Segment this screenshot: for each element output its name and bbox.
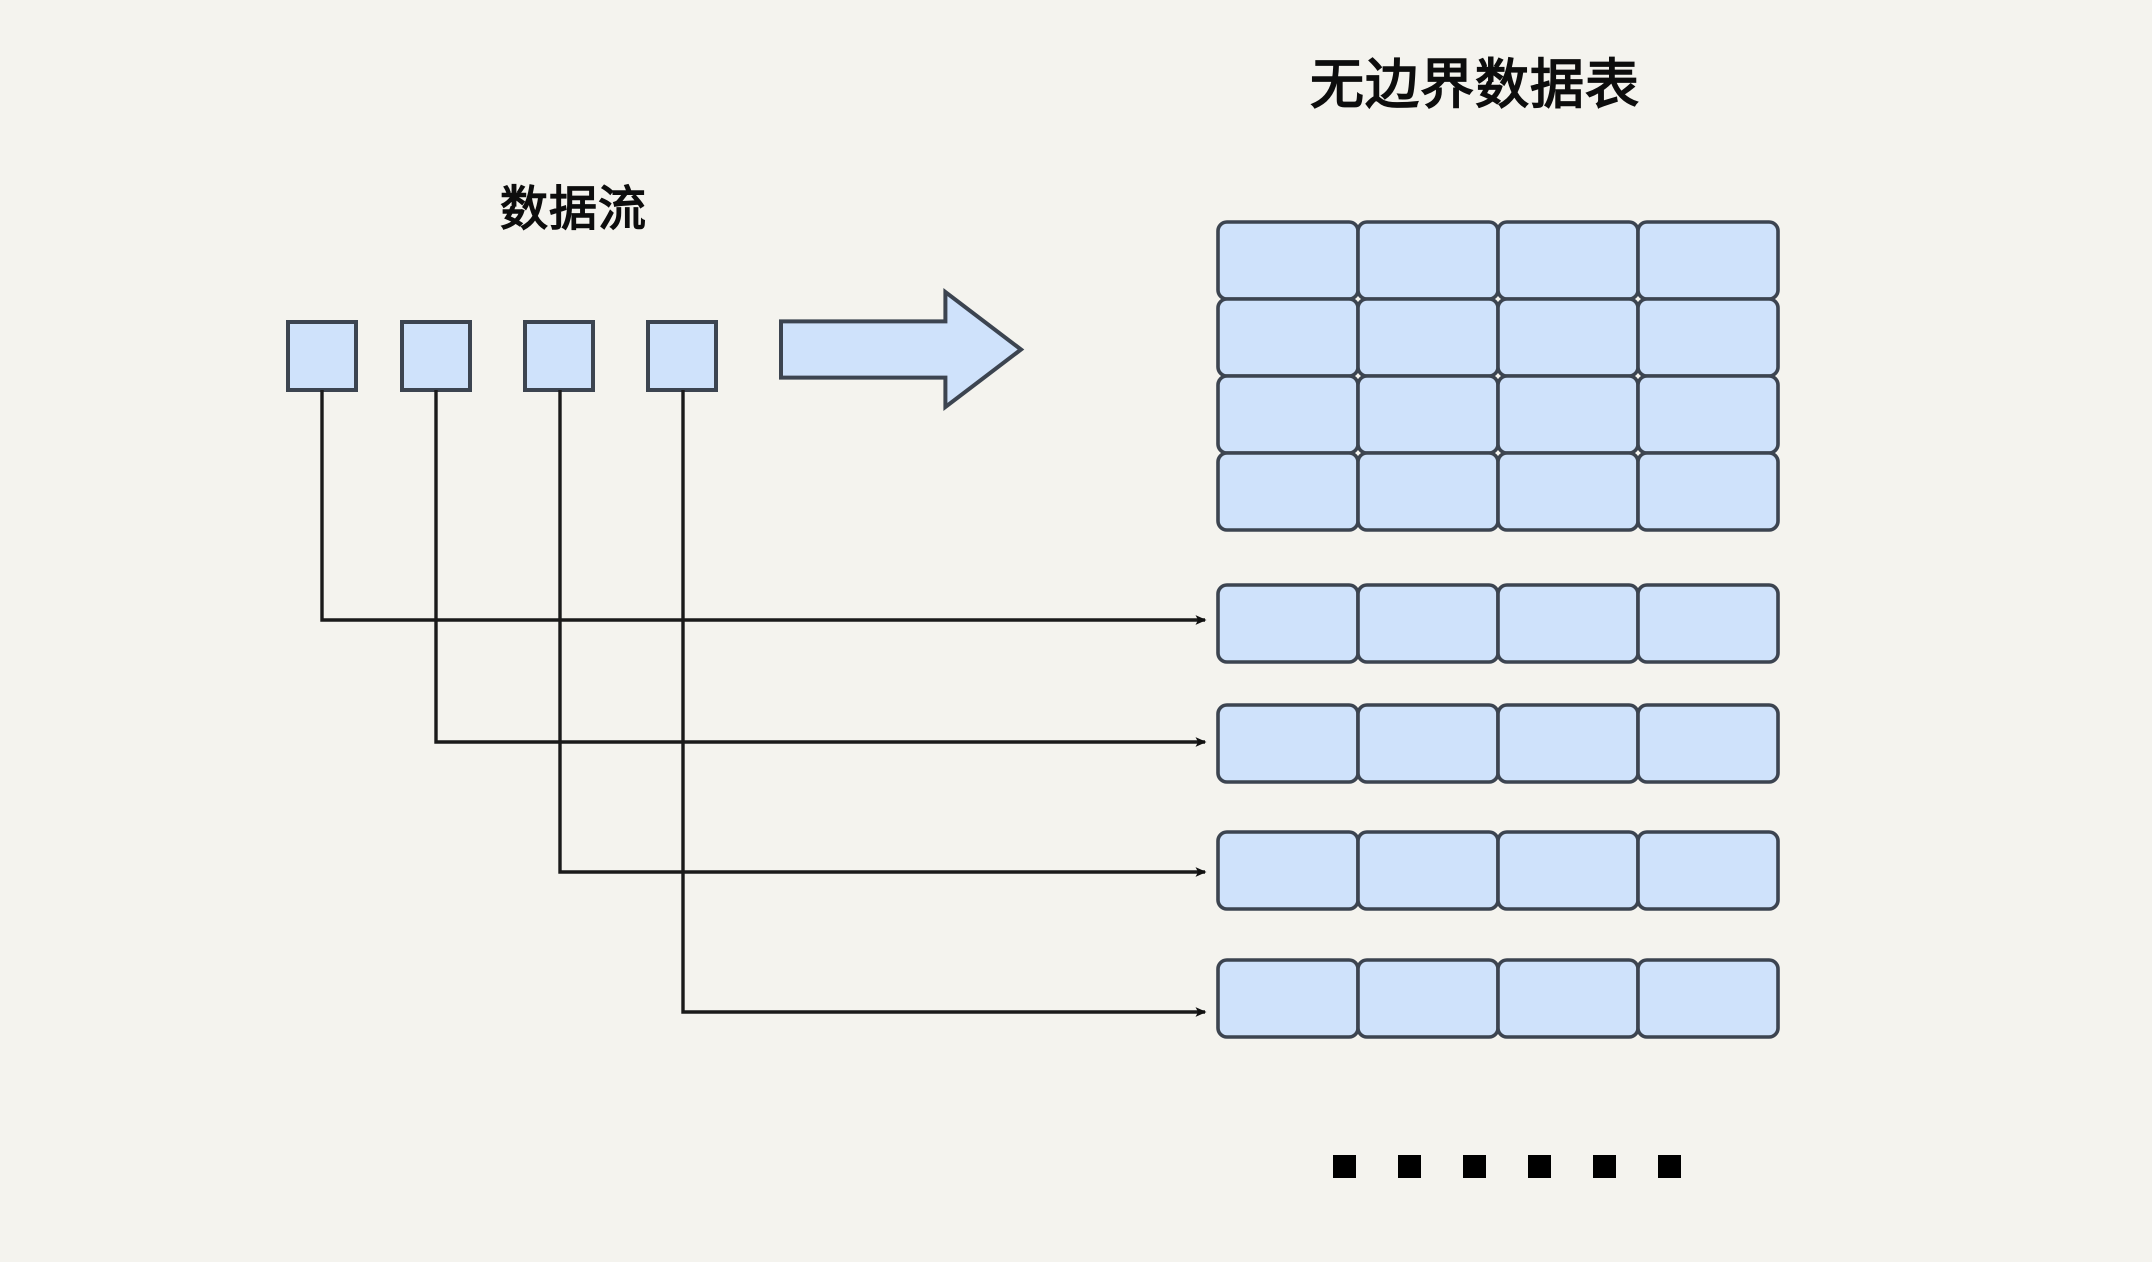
table-cell — [1636, 374, 1780, 455]
table-cell — [1356, 703, 1500, 784]
appended-row-2 — [1216, 703, 1780, 784]
label-unbounded-table: 无边界数据表 — [1310, 55, 1640, 115]
stream-event-2 — [400, 320, 472, 392]
unbounded-table-grid — [1216, 220, 1780, 532]
appended-row-1 — [1216, 583, 1780, 664]
appended-row-4 — [1216, 958, 1780, 1039]
stream-event-3 — [523, 320, 595, 392]
table-cell — [1216, 958, 1360, 1039]
continuation-dot — [1658, 1155, 1681, 1178]
table-cell — [1636, 703, 1780, 784]
continuation-dot — [1333, 1155, 1356, 1178]
table-cell — [1216, 451, 1360, 532]
table-cell — [1216, 583, 1360, 664]
continuation-dot — [1593, 1155, 1616, 1178]
table-cell — [1356, 958, 1500, 1039]
table-cell — [1496, 374, 1640, 455]
table-cell — [1496, 297, 1640, 378]
table-cell — [1636, 451, 1780, 532]
appended-row-3 — [1216, 830, 1780, 911]
table-cell — [1356, 451, 1500, 532]
table-cell — [1216, 220, 1360, 301]
connector-4 — [681, 390, 1207, 1017]
table-cell — [1636, 958, 1780, 1039]
table-cell — [1356, 830, 1500, 911]
table-cell — [1496, 583, 1640, 664]
label-data-stream: 数据流 — [500, 183, 648, 236]
table-cell — [1356, 583, 1500, 664]
connector-2 — [434, 390, 1207, 747]
stream-event-4 — [646, 320, 718, 392]
appended-rows-group — [1216, 583, 1780, 1039]
table-cell — [1496, 451, 1640, 532]
table-cell — [1496, 830, 1640, 911]
connector-3 — [558, 390, 1207, 877]
table-cell — [1496, 220, 1640, 301]
table-cell — [1636, 297, 1780, 378]
stream-event-1 — [286, 320, 358, 392]
table-cell — [1216, 830, 1360, 911]
table-cell — [1356, 297, 1500, 378]
table-cell — [1496, 958, 1640, 1039]
table-cell — [1496, 703, 1640, 784]
connector-group — [320, 390, 1207, 1017]
continuation-dot — [1398, 1155, 1421, 1178]
continuation-dot — [1463, 1155, 1486, 1178]
table-cell — [1356, 220, 1500, 301]
table-cell — [1636, 220, 1780, 301]
continuation-dots — [1333, 1155, 1681, 1178]
table-cell — [1216, 374, 1360, 455]
stream-event-group — [286, 320, 718, 392]
connector-1 — [320, 390, 1207, 625]
table-cell — [1636, 830, 1780, 911]
continuation-dot — [1528, 1155, 1551, 1178]
flow-arrow — [779, 287, 1025, 412]
table-cell — [1216, 297, 1360, 378]
table-cell — [1216, 703, 1360, 784]
table-cell — [1636, 583, 1780, 664]
table-cell — [1356, 374, 1500, 455]
